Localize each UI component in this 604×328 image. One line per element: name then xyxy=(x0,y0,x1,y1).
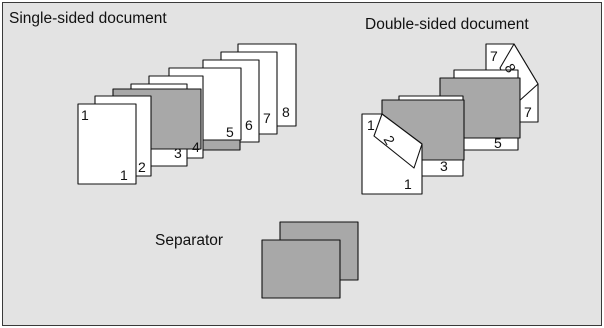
page-number: 8 xyxy=(282,104,290,120)
separator-label: Separator xyxy=(155,232,224,249)
separator-sheets xyxy=(261,221,359,299)
page-number: 5 xyxy=(494,135,502,151)
page-number: 1 xyxy=(81,107,89,123)
double-sided-stack xyxy=(361,43,539,195)
page-number: 5 xyxy=(226,124,234,140)
double-sheet-2-fold xyxy=(373,113,423,169)
double-sided-label: Double-sided document xyxy=(365,16,529,33)
single-sided-label: Single-sided document xyxy=(9,10,167,27)
page-number: 1 xyxy=(367,117,375,133)
page-number: 3 xyxy=(174,145,182,161)
separator-sheet-front xyxy=(261,239,341,299)
page-number: 4 xyxy=(192,139,200,155)
page-number: 1 xyxy=(120,167,128,183)
page-number: 3 xyxy=(440,158,448,174)
page-number: 7 xyxy=(524,104,532,120)
single-sided-page-numbers: 1 1 2 3 4 5 6 7 8 xyxy=(81,104,290,183)
page-number: 7 xyxy=(490,48,498,64)
page-number: 2 xyxy=(138,159,146,175)
single-sided-stack xyxy=(77,43,297,185)
single-sheet-1 xyxy=(77,103,137,185)
page-number: 6 xyxy=(245,117,253,133)
page-number: 1 xyxy=(404,176,412,192)
page-number: 7 xyxy=(263,110,271,126)
